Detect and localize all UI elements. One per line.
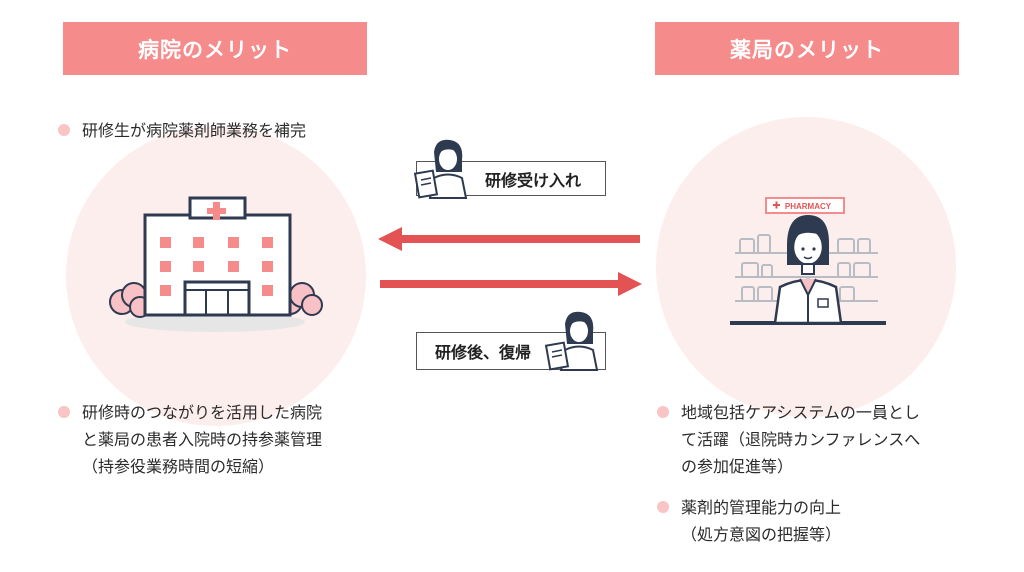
trainee-icon bbox=[544, 311, 599, 371]
bullet-dot bbox=[657, 501, 669, 513]
training-accept-text: 研修受け入れ bbox=[484, 170, 581, 190]
training-return-text: 研修後、復帰 bbox=[435, 343, 532, 362]
hospital-merit-item-2: 研修時のつながりを活用した病院 と薬局の患者入院時の持参薬管理 （持参役業務時間… bbox=[82, 403, 323, 476]
bullet-dot bbox=[58, 406, 70, 418]
bullet-dot bbox=[58, 124, 70, 136]
hospital-icon bbox=[109, 196, 323, 332]
hospital-merit-header: 病院のメリット bbox=[63, 22, 367, 75]
arrow-right-icon bbox=[380, 272, 642, 296]
pharmacy-merit-item-2: 薬剤的管理能力の向上 （処方意図の把握等） bbox=[681, 498, 842, 544]
pharmacy-merit-header: 薬局のメリット bbox=[655, 22, 959, 75]
pharmacy-sign-text: PHARMACY bbox=[785, 202, 832, 211]
bullet-dot bbox=[657, 406, 669, 418]
pharmacy-merit-item-1: 地域包括ケアシステムの一員とし て活躍（退院時カンファレンスへ の参加促進等） bbox=[681, 403, 921, 476]
trainee-icon bbox=[413, 139, 468, 199]
arrow-left-icon bbox=[378, 227, 640, 251]
pharmacist-icon: PHARMACY bbox=[730, 197, 886, 325]
hospital-merit-item-1: 研修生が病院薬剤師業務を補完 bbox=[82, 121, 307, 140]
